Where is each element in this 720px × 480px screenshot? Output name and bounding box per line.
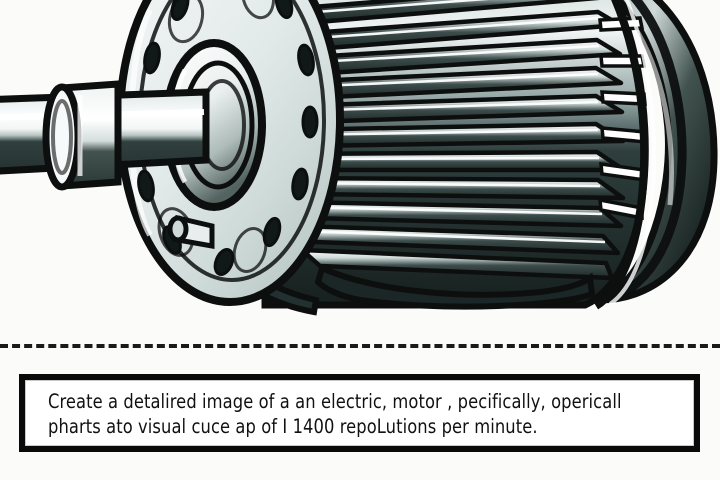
terminal-lug bbox=[167, 214, 215, 249]
fin-end-ring bbox=[593, 0, 657, 310]
motor-illustration bbox=[0, 0, 718, 316]
cooling-fins bbox=[286, 0, 648, 281]
caption-box: Create a detalired image of a an electri… bbox=[19, 374, 700, 452]
caption-line-2: pharts ato visual cuce ap of I 1400 repo… bbox=[48, 415, 538, 438]
motor-illustration-svg bbox=[0, 0, 718, 316]
dashed-divider-line bbox=[0, 344, 720, 348]
shaft-collar bbox=[42, 80, 122, 191]
dashed-divider bbox=[0, 343, 720, 348]
bearing-boss bbox=[162, 39, 266, 211]
caption-line-1: Create a detalired image of a an electri… bbox=[48, 390, 622, 413]
caption-inner: Create a detalired image of a an electri… bbox=[25, 380, 694, 446]
